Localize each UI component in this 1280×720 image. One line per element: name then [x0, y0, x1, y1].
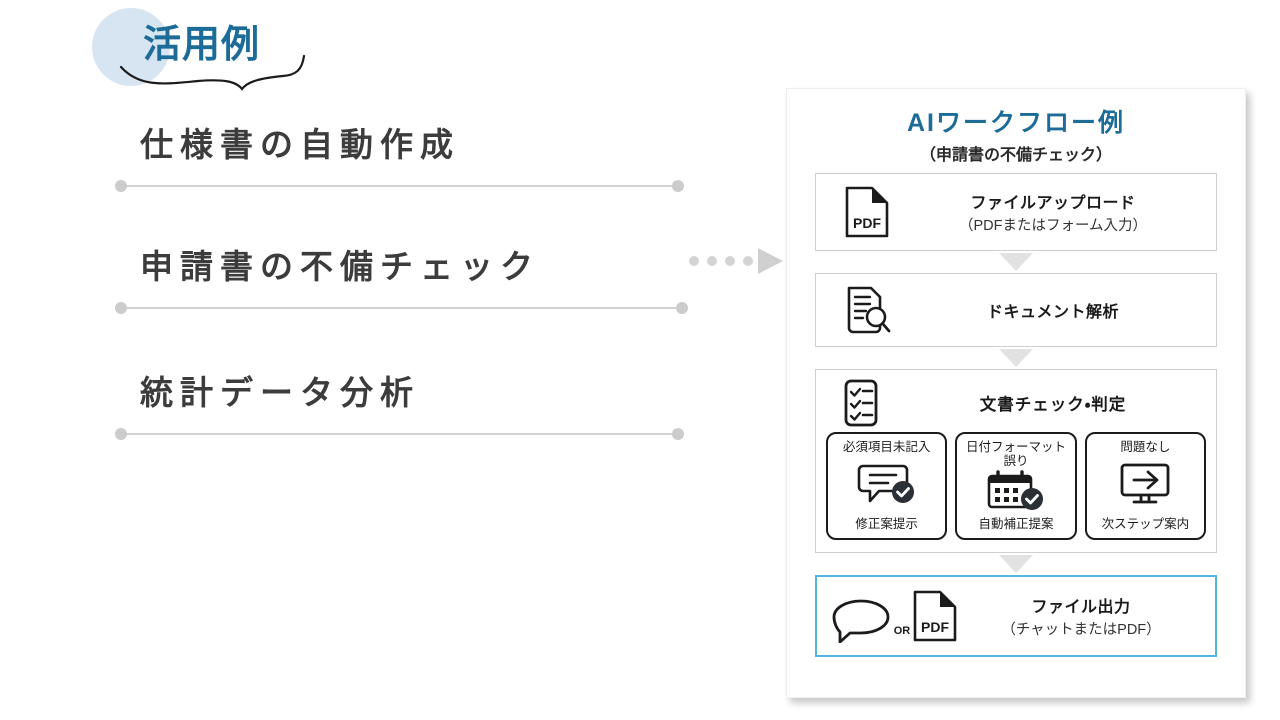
rule-line: [121, 185, 672, 187]
check-results-row: 必須項目未記入 修正案提示 日付フォーマット誤り: [826, 432, 1206, 540]
result-condition-label: 問題なし: [1120, 440, 1171, 454]
step-file-output[interactable]: OR PDF ファイル出力 （チャットまたはPDF）: [815, 575, 1217, 657]
pdf-file-icon: PDF: [830, 185, 904, 239]
heading-circle-decoration: [92, 8, 170, 86]
check-result-missing-fields[interactable]: 必須項目未記入 修正案提示: [826, 432, 948, 540]
rule-knob-right: [672, 180, 684, 192]
chat-bubble-icon: [832, 599, 890, 643]
check-result-date-format[interactable]: 日付フォーマット誤り: [955, 432, 1077, 540]
flow-arrow-2: [815, 347, 1217, 369]
rule-knob-left: [115, 428, 127, 440]
check-header: 文書チェック・判定: [826, 378, 1206, 428]
use-case-label: 申請書の不備チェック: [140, 248, 540, 285]
step-sub-label: （PDFまたはフォーム入力）: [958, 218, 1148, 234]
step-file-upload[interactable]: PDF ファイルアップロード （PDFまたはフォーム入力）: [815, 173, 1217, 251]
rule-line: [121, 307, 676, 309]
flow-arrow-3: [815, 553, 1217, 575]
pdf-file-icon: PDF: [913, 590, 957, 642]
flow-arrow-1: [815, 251, 1217, 273]
result-condition-label: 日付フォーマット誤り: [965, 440, 1066, 469]
document-search-icon: [830, 284, 904, 336]
use-case-label: 仕様書の自動作成: [140, 126, 460, 163]
rule-line: [121, 433, 672, 435]
output-icons: OR PDF: [829, 589, 959, 643]
result-action-label: 修正案提示: [855, 517, 918, 531]
page-title: 活用例: [143, 24, 261, 66]
monitor-arrow-icon: [1114, 462, 1176, 506]
or-label: OR: [893, 625, 911, 637]
use-case-rule: [0, 428, 720, 440]
result-condition-label: 必須項目未記入: [842, 440, 931, 454]
step-sub-label: （チャットまたはPDF）: [1001, 622, 1161, 638]
step-document-analysis[interactable]: ドキュメント解析: [815, 273, 1217, 347]
step-file-upload-text: ファイルアップロード （PDFまたはフォーム入力）: [904, 189, 1202, 235]
step-document-check[interactable]: 文書チェック・判定 必須項目未記入 修正案: [815, 369, 1217, 553]
use-case-rule: [0, 302, 720, 314]
result-action-label: 自動補正提案: [978, 517, 1054, 531]
rule-knob-left: [115, 302, 127, 314]
workflow-subtitle: （申請書の不備チェック）: [919, 147, 1112, 164]
use-case-item: 仕様書の自動作成: [0, 118, 720, 192]
calendar-check-icon: [985, 469, 1047, 513]
workflow-title: AIワークフロー例: [906, 109, 1125, 137]
rule-knob-left: [115, 180, 127, 192]
svg-text:PDF: PDF: [921, 619, 949, 635]
check-title: 文書チェック・判定: [979, 396, 1127, 414]
use-case-item: 申請書の不備チェック: [0, 240, 720, 314]
step-main-label: ドキュメント解析: [986, 304, 1119, 321]
step-main-label: ファイル出力: [1031, 599, 1131, 616]
step-document-analysis-text: ドキュメント解析: [904, 298, 1202, 322]
workflow-panel: AIワークフロー例 （申請書の不備チェック） PDF ファイルアップロード （P…: [786, 88, 1246, 698]
check-result-no-issue[interactable]: 問題なし 次ステップ案内: [1084, 432, 1206, 540]
use-case-label: 統計データ分析: [140, 374, 420, 411]
dotted-arrow-icon: [689, 248, 783, 274]
result-action-label: 次ステップ案内: [1101, 517, 1190, 531]
rule-knob-right: [676, 302, 688, 314]
use-case-item: 統計データ分析: [0, 366, 720, 440]
squiggle-underline-icon: [119, 54, 306, 91]
checklist-icon: [826, 378, 900, 428]
svg-text:PDF: PDF: [853, 215, 881, 231]
step-file-output-text: ファイル出力 （チャットまたはPDF）: [959, 593, 1203, 639]
step-main-label: ファイルアップロード: [970, 195, 1136, 212]
workflow-steps: PDF ファイルアップロード （PDFまたはフォーム入力）: [815, 173, 1217, 657]
use-case-rule: [0, 180, 720, 192]
rule-knob-right: [672, 428, 684, 440]
chat-check-icon: [856, 462, 918, 506]
